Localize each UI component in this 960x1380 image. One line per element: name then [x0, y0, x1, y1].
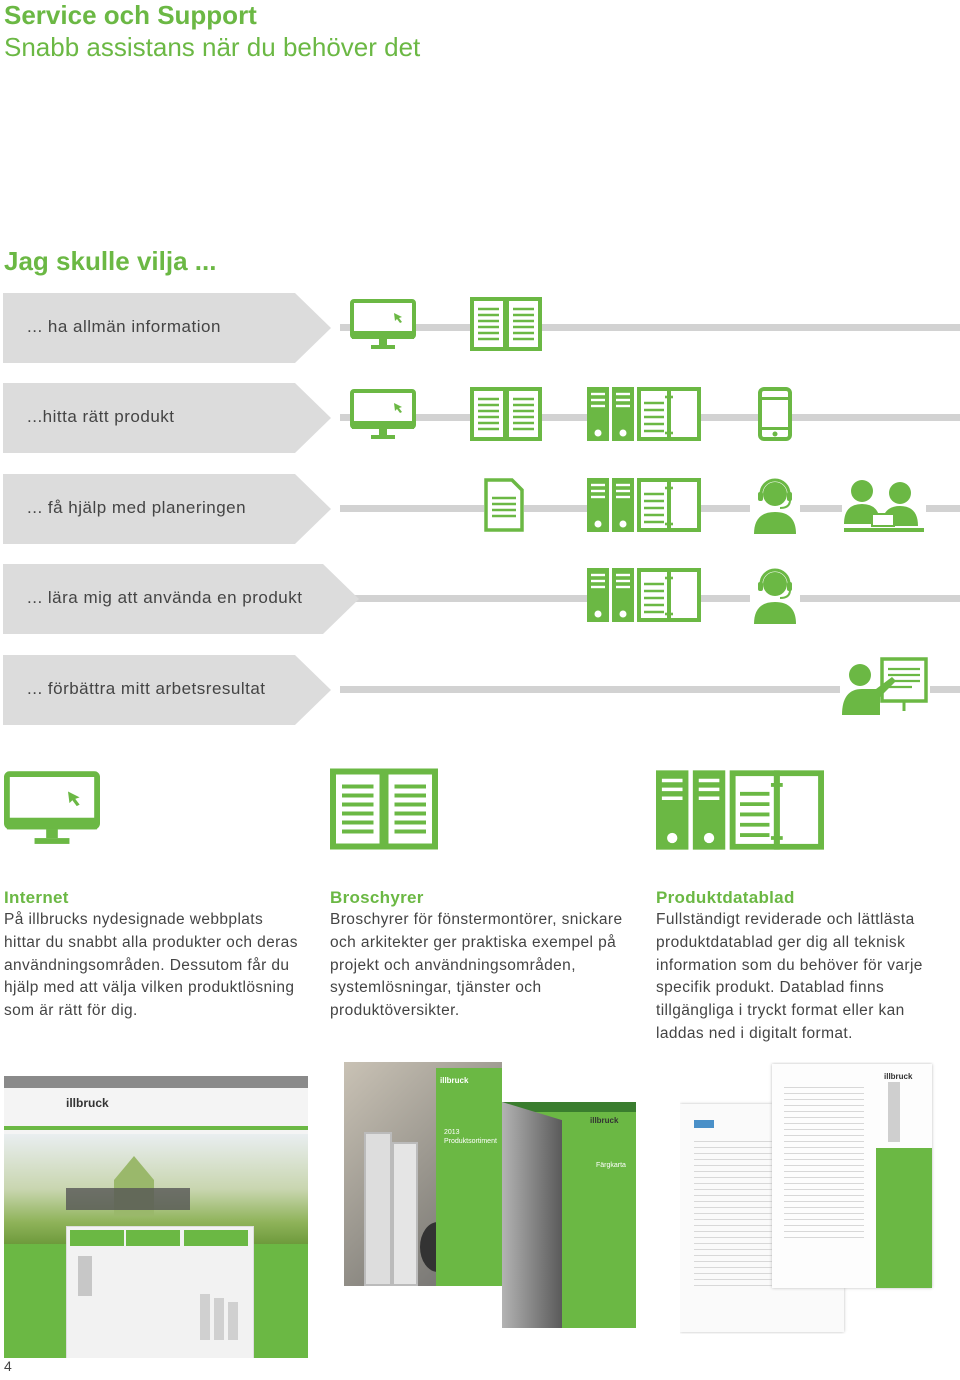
column-text: Broschyrer för fönstermontörer, snickare…: [330, 911, 623, 1020]
monitor-icon: [350, 299, 416, 351]
column-text: Fullständigt reviderade och lättlästa pr…: [656, 911, 923, 1042]
option-arrow: ... få hjälp med planeringen: [3, 474, 331, 544]
monitor-icon: [4, 768, 100, 855]
option-row-general-info: ... ha allmän information: [0, 293, 960, 363]
mobile-phone-icon: [758, 387, 792, 441]
option-row-find-product: ...hitta rätt produkt: [0, 383, 960, 453]
column-heading: Internet: [4, 888, 69, 907]
page-number: 4: [4, 1358, 12, 1374]
column-heading: Broschyrer: [330, 888, 424, 907]
column-text: På illbrucks nydesignade webbplats hitta…: [4, 911, 298, 1020]
support-agent-icon: [750, 478, 800, 534]
option-label: ... lära mig att använda en produkt: [27, 588, 303, 607]
column-datasheets: Produktdatablad Fullständigt reviderade …: [656, 886, 956, 1046]
datasheet-binder-icon: [587, 568, 701, 622]
option-arrow: ... lära mig att använda en produkt: [3, 564, 359, 634]
datasheets-image: illbruck: [680, 1062, 936, 1334]
option-label: ... ha allmän information: [27, 317, 221, 336]
column-heading: Produktdatablad: [656, 888, 795, 907]
column-brochures: Broschyrer Broschyrer för fönstermontöre…: [330, 886, 630, 1023]
option-arrow: ...hitta rätt produkt: [3, 383, 331, 453]
option-label: ...hitta rätt produkt: [27, 407, 175, 426]
page-title: Service och Support: [4, 0, 257, 30]
brochure-icon: [470, 387, 542, 441]
document-icon: [484, 478, 524, 532]
option-arrow: ... förbättra mitt arbetsresultat: [3, 655, 331, 725]
option-row-planning-help: ... få hjälp med planeringen: [0, 474, 960, 544]
option-row-improve-results: ... förbättra mitt arbetsresultat: [0, 655, 960, 725]
support-agent-icon: [750, 568, 800, 624]
option-label: ... förbättra mitt arbetsresultat: [27, 679, 266, 698]
row-divider-line: [340, 324, 960, 331]
brochure-icon: [330, 768, 438, 855]
datasheet-binder-icon: [587, 478, 701, 532]
brand-logo: illbruck: [590, 1116, 619, 1125]
cover-subtitle: Färgkarta: [596, 1162, 626, 1169]
option-label: ... få hjälp med planeringen: [27, 498, 247, 517]
monitor-icon: [350, 389, 416, 441]
presentation-icon: [840, 657, 930, 715]
brochure-icon: [470, 297, 542, 351]
website-screenshot-image: illbruck: [4, 1076, 308, 1358]
brochures-image: illbruck 2013 Produktsortiment illbruck …: [344, 1062, 636, 1328]
option-arrow: ... ha allmän information: [3, 293, 331, 363]
page-subtitle: Snabb assistans när du behöver det: [4, 32, 421, 62]
datasheet-binder-icon: [656, 770, 824, 855]
section-heading: Jag skulle vilja ...: [4, 246, 217, 276]
cover-title: 2013 Produktsortiment: [444, 1129, 497, 1145]
column-internet: Internet På illbrucks nydesignade webbpl…: [4, 886, 304, 1023]
brand-logo: illbruck: [440, 1076, 469, 1085]
brand-logo: illbruck: [884, 1072, 913, 1081]
row-divider-line: [340, 686, 960, 693]
brand-logo: illbruck: [66, 1096, 109, 1110]
datasheet-binder-icon: [587, 387, 701, 441]
option-row-learn-product: ... lära mig att använda en produkt: [0, 564, 960, 634]
meeting-icon: [842, 478, 926, 534]
